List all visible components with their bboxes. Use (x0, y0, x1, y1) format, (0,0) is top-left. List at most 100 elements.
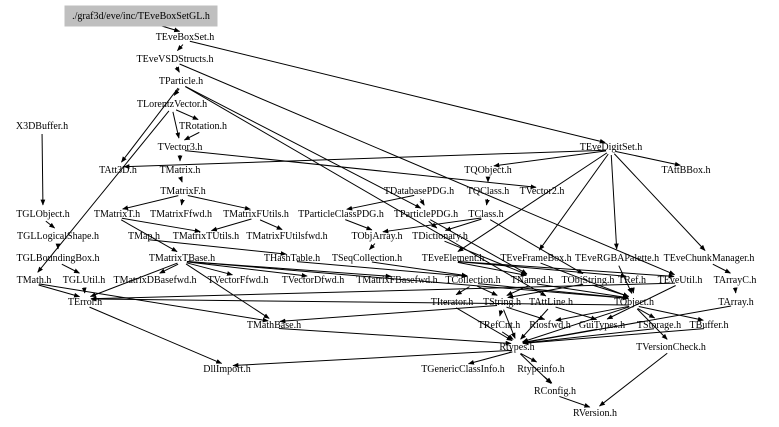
header-node[interactable]: X3DBuffer.h (16, 121, 68, 132)
header-node[interactable]: TMatrixFUtils.h (223, 209, 289, 220)
header-node[interactable]: TVector3.h (158, 142, 203, 153)
header-node[interactable]: DllImport.h (203, 364, 251, 375)
header-node[interactable]: TArray.h (718, 297, 753, 308)
header-node[interactable]: TGenericClassInfo.h (421, 364, 505, 375)
dependency-edge (444, 240, 528, 275)
header-node[interactable]: TMap.h (128, 231, 160, 242)
header-node[interactable]: TArrayC.h (714, 275, 757, 286)
header-node[interactable]: TObjArray.h (351, 231, 402, 242)
header-node[interactable]: TParticleClassPDG.h (298, 209, 384, 220)
header-node[interactable]: TMatrixFUtilsfwd.h (246, 231, 327, 242)
node-label: Rtypeinfo.h (517, 364, 565, 375)
header-node[interactable]: TEveElement.h (422, 253, 484, 264)
header-node[interactable]: GuiTypes.h (579, 320, 625, 331)
header-node[interactable]: TVectorDfwd.h (282, 275, 344, 286)
header-node[interactable]: TClass.h (468, 209, 503, 220)
header-node[interactable]: TNamed.h (511, 275, 554, 286)
dependency-edge (522, 328, 598, 344)
header-node[interactable]: TStorage.h (637, 320, 681, 331)
header-node[interactable]: TMatrixTUtils.h (173, 231, 239, 242)
dependency-edge (428, 220, 438, 229)
node-label: TError.h (68, 297, 102, 308)
header-node[interactable]: TMatrix.h (160, 165, 201, 176)
dependency-edge (455, 286, 470, 296)
header-node[interactable]: TMatrixT.h (94, 209, 140, 220)
header-node[interactable]: TGLBoundingBox.h (16, 253, 99, 264)
node-label: TVector3.h (158, 142, 203, 153)
dependency-edge (232, 349, 513, 368)
graph-edges (37, 20, 738, 408)
dependency-edge (555, 306, 598, 321)
header-node[interactable]: TEveVSDStructs.h (137, 54, 214, 65)
header-node[interactable]: TAttBBox.h (662, 165, 711, 176)
header-node[interactable]: TVector2.h (520, 186, 565, 197)
header-node[interactable]: TRotation.h (179, 121, 227, 132)
header-node[interactable]: Riosfwd.h (529, 320, 570, 331)
header-node[interactable]: TAttLine.h (529, 297, 573, 308)
node-label: TMatrix.h (160, 165, 201, 176)
dependency-edge (148, 239, 287, 256)
header-node[interactable]: RVersion.h (573, 408, 617, 419)
dependency-edge (210, 218, 252, 232)
header-node[interactable]: TIterator.h (431, 297, 473, 308)
header-node[interactable]: Rtypeinfo.h (517, 364, 565, 375)
header-node[interactable]: TMathBase.h (247, 320, 301, 331)
header-node[interactable]: TEveRGBAPalette.h (575, 253, 659, 264)
node-label: TObject.h (614, 297, 654, 308)
node-label: TEveRGBAPalette.h (575, 253, 659, 264)
dependency-edge (185, 263, 270, 319)
header-node[interactable]: Rtypes.h (499, 342, 534, 353)
header-node[interactable]: TString.h (483, 297, 521, 308)
node-label: TSeqCollection.h (332, 253, 402, 264)
node-label: TGenericClassInfo.h (421, 364, 505, 375)
header-node[interactable]: TObjString.h (562, 275, 615, 286)
node-label: TGLLogicalShape.h (17, 231, 99, 242)
header-node[interactable]: THashTable.h (264, 253, 320, 264)
node-label: TMatrixDBasefwd.h (113, 275, 196, 286)
header-node[interactable]: TEveChunkManager.h (664, 253, 755, 264)
dependency-edge (522, 306, 630, 343)
header-node[interactable]: TAtt3D.h (99, 165, 137, 176)
node-label: TRefCnt.h (478, 320, 521, 331)
dependency-edge (346, 194, 415, 211)
header-node[interactable]: TParticlePDG.h (394, 209, 458, 220)
header-node[interactable]: TCollection.h (445, 275, 500, 286)
header-node[interactable]: TEveBoxSet.h (156, 32, 215, 43)
header-node[interactable]: TMatrixFBasefwd.h (356, 275, 437, 286)
header-node[interactable]: RConfig.h (534, 386, 576, 397)
header-node[interactable]: TLorentzVector.h (137, 99, 207, 110)
root-file-node[interactable]: ./graf3d/eve/inc/TEveBoxSetGL.h (64, 5, 218, 27)
header-node[interactable]: TQObject.h (464, 165, 512, 176)
header-node[interactable]: TQClass.h (467, 186, 510, 197)
header-node[interactable]: TGLObject.h (16, 209, 70, 220)
node-label: TEveDigitSet.h (580, 142, 643, 153)
header-node[interactable]: TGLLogicalShape.h (17, 231, 99, 242)
header-node[interactable]: TObject.h (614, 297, 654, 308)
header-node[interactable]: TVectorFfwd.h (208, 275, 269, 286)
header-node[interactable]: TRefCnt.h (478, 320, 521, 331)
header-node[interactable]: TMatrixDBasefwd.h (113, 275, 196, 286)
header-node[interactable]: TParticle.h (159, 76, 203, 87)
header-node[interactable]: TDictionary.h (412, 231, 468, 242)
dependency-edge (186, 260, 629, 301)
dependency-edge (599, 352, 668, 407)
node-label: TNamed.h (511, 275, 554, 286)
header-node[interactable]: TGLUtil.h (63, 275, 106, 286)
dependency-edge (177, 44, 184, 51)
header-node[interactable]: TEveFrameBox.h (500, 253, 571, 264)
node-label: TMatrixTBase.h (149, 253, 215, 264)
header-node[interactable]: TBuffer.h (690, 320, 729, 331)
header-node[interactable]: TEveDigitSet.h (580, 142, 643, 153)
node-label: TParticlePDG.h (394, 209, 458, 220)
header-node[interactable]: TMatrixF.h (160, 186, 206, 197)
header-node[interactable]: TMath.h (17, 275, 52, 286)
header-node[interactable]: TEveUtil.h (658, 275, 703, 286)
header-node[interactable]: TVersionCheck.h (636, 342, 706, 353)
header-node[interactable]: TRef.h (618, 275, 646, 286)
header-node[interactable]: TDatabasePDG.h (384, 186, 454, 197)
header-node[interactable]: TMatrixTBase.h (149, 253, 215, 264)
dependency-edge (538, 153, 609, 251)
header-node[interactable]: TMatrixFfwd.h (150, 209, 212, 220)
header-node[interactable]: TError.h (68, 297, 102, 308)
header-node[interactable]: TSeqCollection.h (332, 253, 402, 264)
